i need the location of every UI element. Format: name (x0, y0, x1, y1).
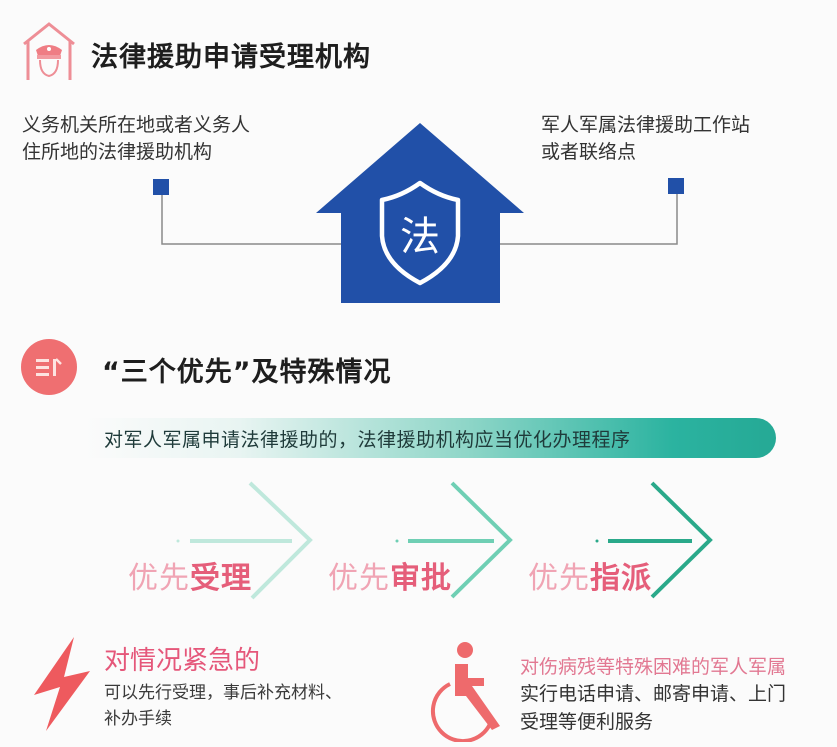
disability-body: 实行电话申请、邮寄申请、上门 受理等便利服务 (520, 683, 787, 733)
step-priority-accept: 优先受理 (128, 561, 252, 596)
section1-header: 法律援助申请受理机构 (18, 18, 418, 82)
arrow-3 (595, 481, 713, 599)
urgent-title: 对情况紧急的 (104, 646, 261, 676)
right-connector (500, 178, 684, 245)
banner-text: 对军人军属申请法律援助的，法律援助机构应当优化办理程序 (104, 428, 631, 451)
left-option-text: 义务机关所在地或者义务人 住所地的法律援助机构 (22, 112, 250, 166)
lightning-icon (34, 637, 90, 731)
law-glyph: 法 (400, 214, 440, 260)
section2-header: “三个优先”及特殊情况 (20, 338, 460, 398)
section2-title: “三个优先”及特殊情况 (102, 357, 392, 388)
special-case-urgent: 对情况紧急的 可以先行受理，事后补充材料、 补办手续 (0, 620, 420, 747)
arrow-2 (395, 481, 513, 599)
urgent-body: 可以先行受理，事后补充材料、 补办手续 (104, 683, 342, 729)
left-connector (153, 179, 341, 245)
connector-diagram: 法 (153, 123, 684, 303)
right-option-text: 军人军属法律援助工作站 或者联络点 (541, 112, 750, 166)
guard-house-icon (23, 22, 75, 80)
right-option-line1: 军人军属法律援助工作站 (541, 114, 751, 136)
law-shield-house-icon: 法 (316, 123, 524, 303)
optimization-banner: 对军人军属申请法律援助的，法律援助机构应当优化办理程序 (86, 418, 776, 458)
priority-arrows (176, 481, 713, 600)
step-priority-approve: 优先审批 (328, 561, 452, 596)
section1-title: 法律援助申请受理机构 (91, 42, 371, 73)
wheelchair-icon (430, 642, 500, 742)
arrow-1 (176, 481, 313, 600)
left-option-line2: 住所地的法律援助机构 (22, 141, 213, 163)
step-priority-assign: 优先指派 (528, 561, 652, 596)
right-option-line2: 或者联络点 (541, 141, 637, 163)
disability-title: 对伤病残等特殊困难的军人军属 (520, 656, 787, 678)
priority-list-icon (21, 339, 77, 395)
left-option-line1: 义务机关所在地或者义务人 (22, 114, 251, 136)
special-case-disability: 对伤病残等特殊困难的军人军属 实行电话申请、邮寄申请、上门 受理等便利服务 (420, 620, 837, 747)
